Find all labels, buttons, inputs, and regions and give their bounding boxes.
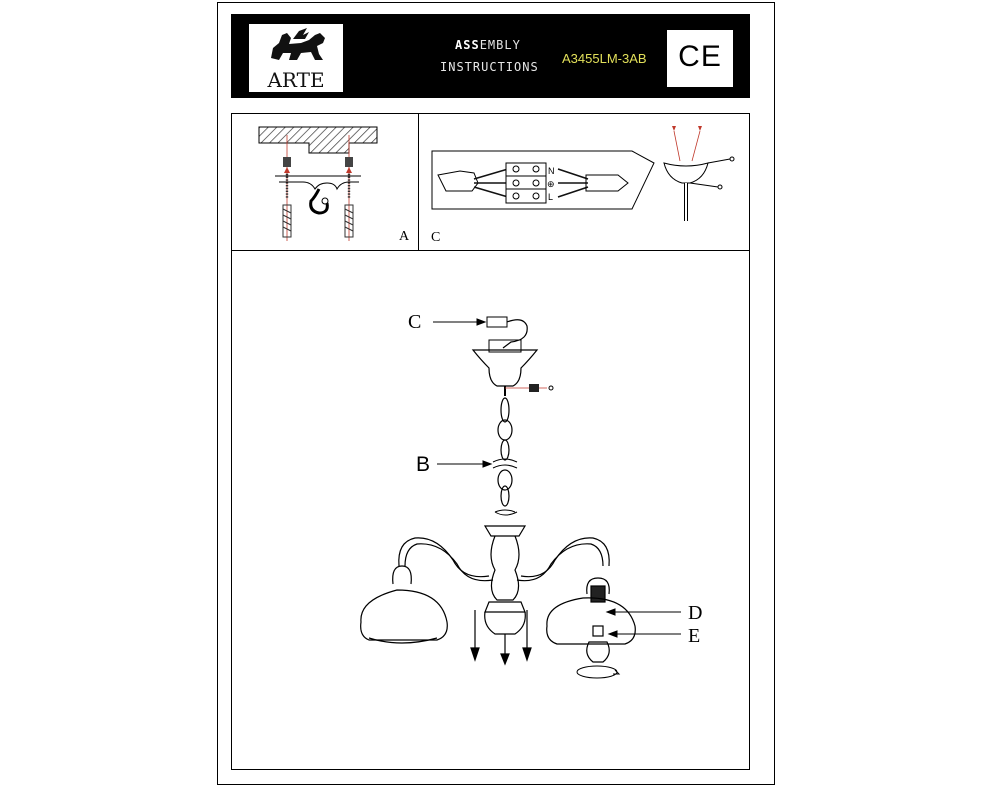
arms [398, 537, 610, 662]
panel-assembly [231, 250, 750, 770]
mounting-diagram [258, 126, 378, 241]
canopy-small [663, 126, 735, 221]
panel-label-c: C [431, 230, 441, 245]
left-shade [360, 565, 448, 644]
title-assembly: ASSEMBLY [455, 38, 521, 52]
terminal-label-n: N [548, 166, 555, 176]
panel-label-a: A [399, 229, 410, 244]
ceiling-section [258, 126, 378, 154]
cable-left [437, 168, 509, 198]
callout-e: E [688, 625, 701, 647]
rotate-arrow-icon [494, 511, 518, 516]
lion-logo-icon [271, 28, 325, 60]
mounting-bar [275, 175, 361, 191]
screw-icon [282, 157, 354, 238]
ce-mark-text: CE [678, 40, 722, 73]
callout-c: C [408, 311, 422, 333]
terminal-block-icon [505, 162, 547, 204]
rotate-arrow-icon [576, 665, 621, 679]
brand-name: ARTE [267, 68, 325, 92]
leader-lines [433, 318, 681, 638]
cable-right [557, 168, 629, 198]
callout-b: B [416, 453, 431, 476]
title-assembly-bold: ASS [455, 38, 480, 52]
wiring-diagram: N ⊕ L [431, 126, 735, 221]
hook-icon [309, 188, 329, 215]
chandelier-body [483, 525, 527, 666]
title-instructions: INSTRUCTIONS [440, 60, 539, 74]
chandelier-icon [360, 316, 681, 679]
ceiling-canopy [471, 339, 554, 396]
title-assembly-rest: EMBLY [479, 38, 521, 52]
model-code: A3455LM-3AB [562, 51, 647, 66]
connector-block [486, 316, 528, 349]
right-shade [546, 577, 636, 645]
chain [492, 397, 518, 513]
ce-mark: CE [667, 30, 733, 87]
terminal-label-earth: ⊕ [547, 179, 555, 189]
brand-logo: ARTE [248, 23, 344, 93]
terminal-label-l: L [548, 192, 553, 202]
bulb-icon [586, 625, 610, 663]
callout-d: D [688, 602, 703, 624]
